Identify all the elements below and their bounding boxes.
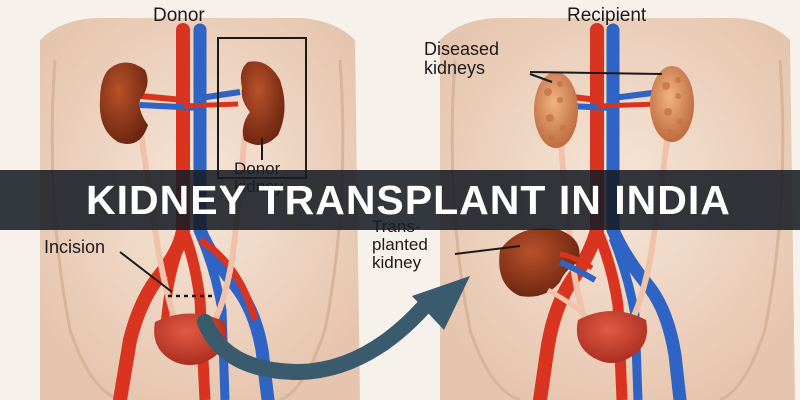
diseased-right-kidney bbox=[650, 66, 694, 142]
donor-left-kidney bbox=[99, 62, 148, 144]
diseased-pointer-right bbox=[529, 71, 663, 75]
title-banner bbox=[0, 170, 800, 230]
incision-pointer bbox=[119, 251, 173, 293]
banner-title: KIDNEY TRANSPLANT IN INDIA bbox=[86, 177, 731, 223]
transfer-arrow bbox=[197, 292, 438, 381]
recipient-heading: Recipient bbox=[567, 5, 647, 26]
diseased-label-line2: kidneys bbox=[424, 57, 486, 78]
diseased-label-line1: Diseased bbox=[424, 39, 500, 59]
transplanted-label-line2: planted bbox=[372, 234, 428, 254]
transfer-arrow-head bbox=[412, 276, 470, 330]
donor-right-kidney bbox=[240, 61, 285, 145]
donor-heading: Donor bbox=[153, 5, 205, 26]
diseased-kidneys-label: Diseased kidneys bbox=[424, 40, 499, 78]
recipient-bladder bbox=[576, 311, 648, 363]
diseased-pointer-left bbox=[529, 73, 553, 83]
diseased-left-kidney bbox=[534, 72, 578, 148]
transplanted-pointer bbox=[454, 245, 521, 255]
incision-label: Incision bbox=[44, 237, 106, 257]
transplanted-label-line3: kidney bbox=[372, 252, 422, 272]
recipient-aorta bbox=[533, 23, 604, 400]
donor-torso-outline bbox=[50, 59, 121, 400]
transplanted-kidney-label: Trans- planted kidney bbox=[372, 218, 428, 272]
